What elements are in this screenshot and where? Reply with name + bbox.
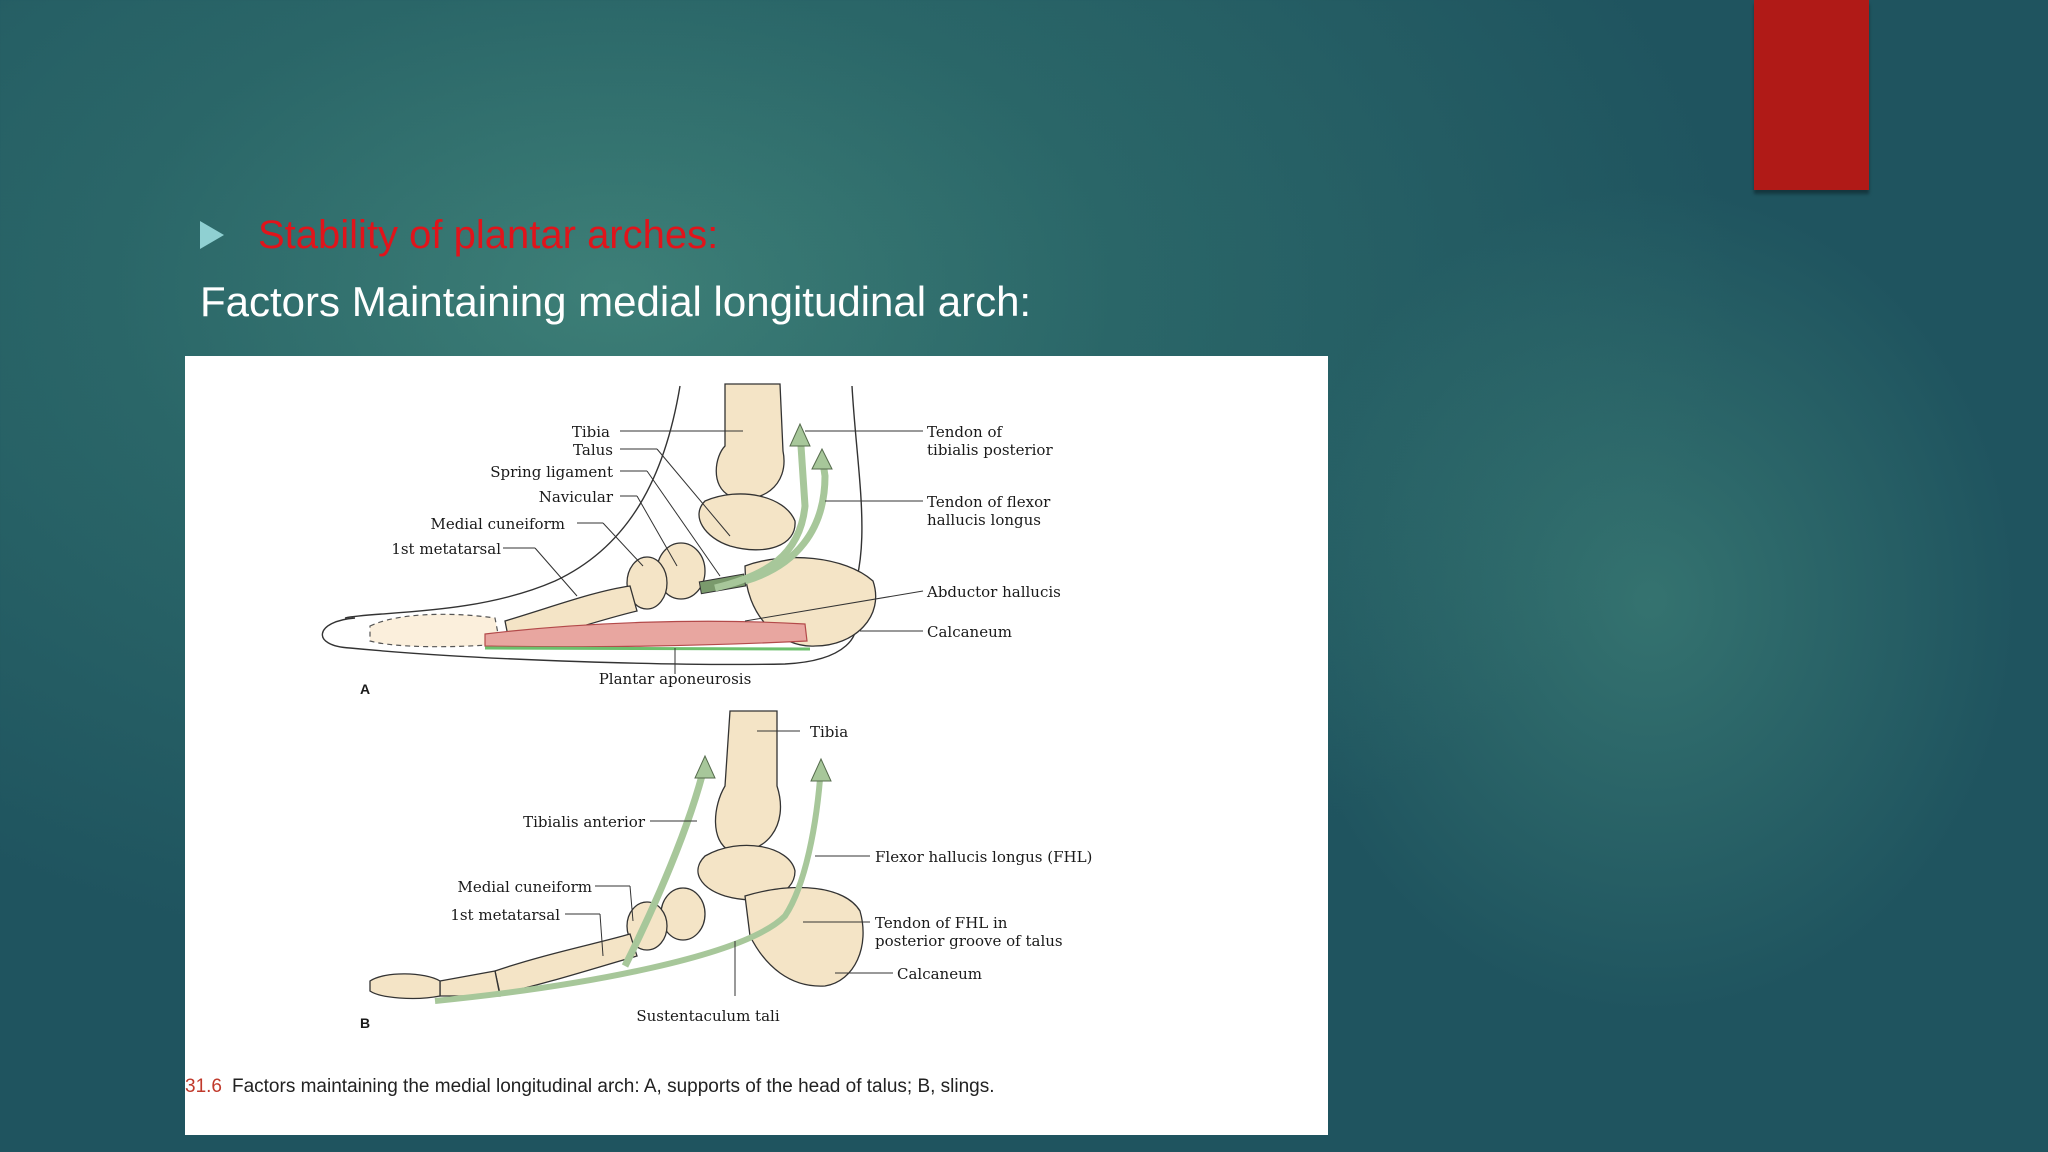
caption-text: Factors maintaining the medial longitudi…: [231, 1076, 995, 1097]
label-a-spring-ligament: Spring ligament: [490, 463, 613, 481]
caption-number: 31.6: [185, 1076, 222, 1097]
label-a-tendon-fhl-1: Tendon of flexor: [927, 493, 1051, 511]
bullet-heading: Stability of plantar arches:: [258, 212, 719, 257]
label-b-medial-cuneiform: Medial cuneiform: [457, 878, 592, 896]
label-a-tendon-tib-post-2: tibialis posterior: [927, 441, 1053, 459]
label-b-calcaneum: Calcaneum: [897, 965, 982, 983]
label-a-navicular: Navicular: [539, 488, 614, 506]
accent-bar: [1754, 0, 1869, 190]
label-a-tibia: Tibia: [572, 423, 610, 441]
foot-arch-diagram: Tibia Talus Spring ligament Navicular Me…: [321, 383, 1092, 1031]
label-b-tibia: Tibia: [810, 723, 848, 741]
background-glow: [1250, 150, 2048, 1050]
panel-b: Tibia Tibialis anterior Flexor hallucis …: [360, 710, 1092, 1031]
label-a-talus: Talus: [573, 441, 613, 459]
label-a-tendon-fhl-2: hallucis longus: [927, 511, 1041, 529]
label-b-sustentaculum: Sustentaculum tali: [636, 1007, 779, 1025]
label-a-first-metatarsal: 1st metatarsal: [391, 540, 501, 558]
label-a-abductor-hallucis: Abductor hallucis: [926, 583, 1061, 601]
label-a-medial-cuneiform: Medial cuneiform: [430, 515, 565, 533]
label-b-tendon-fhl-groove-1: Tendon of FHL in: [875, 914, 1008, 932]
label-b-tendon-fhl-groove-2: posterior groove of talus: [875, 932, 1063, 950]
label-a-calcaneum: Calcaneum: [927, 623, 1012, 641]
subheading: Factors Maintaining medial longitudinal …: [200, 278, 1032, 325]
bullet-triangle-icon: [200, 221, 224, 249]
label-b-first-metatarsal: 1st metatarsal: [450, 906, 560, 924]
panel-b-letter: B: [360, 1015, 370, 1031]
panel-a: Tibia Talus Spring ligament Navicular Me…: [321, 383, 1061, 697]
label-b-fhl: Flexor hallucis longus (FHL): [875, 848, 1092, 866]
bullet-row: Stability of plantar arches:: [200, 205, 718, 265]
label-a-plantar-aponeurosis: Plantar aponeurosis: [599, 670, 752, 688]
panel-a-letter: A: [360, 681, 370, 697]
label-a-tendon-tib-post-1: Tendon of: [927, 423, 1003, 441]
figure-panel: Tibia Talus Spring ligament Navicular Me…: [185, 356, 1328, 1135]
label-b-tibialis-anterior: Tibialis anterior: [523, 813, 646, 831]
figure-caption: 31.6 Factors maintaining the medial longi…: [185, 1076, 995, 1098]
